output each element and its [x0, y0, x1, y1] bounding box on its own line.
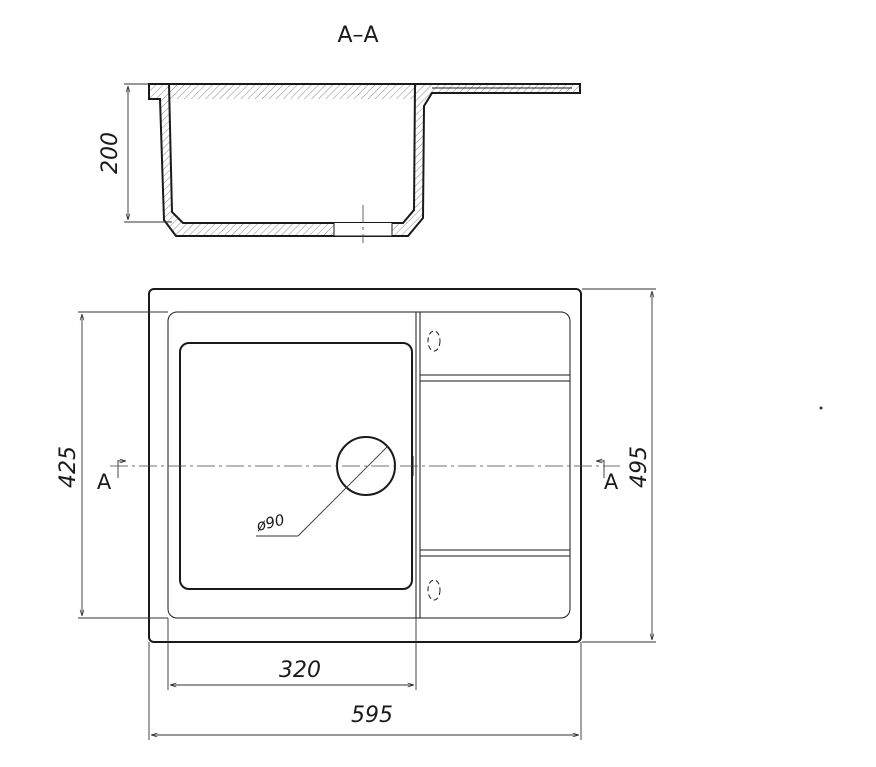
depth-dimension: 200: [98, 83, 172, 223]
section-mark-left: A: [97, 460, 126, 494]
plan-view: [110, 288, 620, 643]
bowl-width-label: 320: [279, 658, 321, 683]
section-mark-right: A: [596, 460, 619, 494]
drainboard-rib-top: [419, 374, 571, 382]
drain-diameter-label: ø90: [254, 511, 287, 536]
section-hatch: [149, 84, 580, 236]
cross-section-view: [148, 83, 581, 243]
bowl-width-dimension: 320: [167, 618, 417, 690]
drainboard-rib-bottom: [419, 549, 571, 557]
overall-length-label: 495: [627, 446, 652, 488]
stray-dot: [819, 406, 823, 410]
sink-outer-edge: [148, 288, 582, 643]
overall-length-dimension: 495: [582, 288, 656, 643]
section-mark-right-label: A: [604, 470, 619, 494]
bowl-length-dimension: 425: [56, 311, 168, 619]
sink-inner-rim: [167, 311, 571, 619]
overall-width-dimension: 595: [148, 642, 582, 740]
overall-width-label: 595: [351, 703, 393, 728]
tap-hole-bottom: [427, 579, 441, 601]
section-title: A–A: [337, 23, 378, 48]
bowl-length-label: 425: [56, 446, 81, 488]
drain-diameter-leader: ø90: [254, 445, 389, 537]
depth-label: 200: [98, 132, 123, 174]
tap-hole-top: [427, 330, 441, 352]
section-inner-outline: [168, 83, 416, 224]
section-mark-left-label: A: [97, 470, 112, 494]
section-outer-outline: [148, 83, 581, 237]
